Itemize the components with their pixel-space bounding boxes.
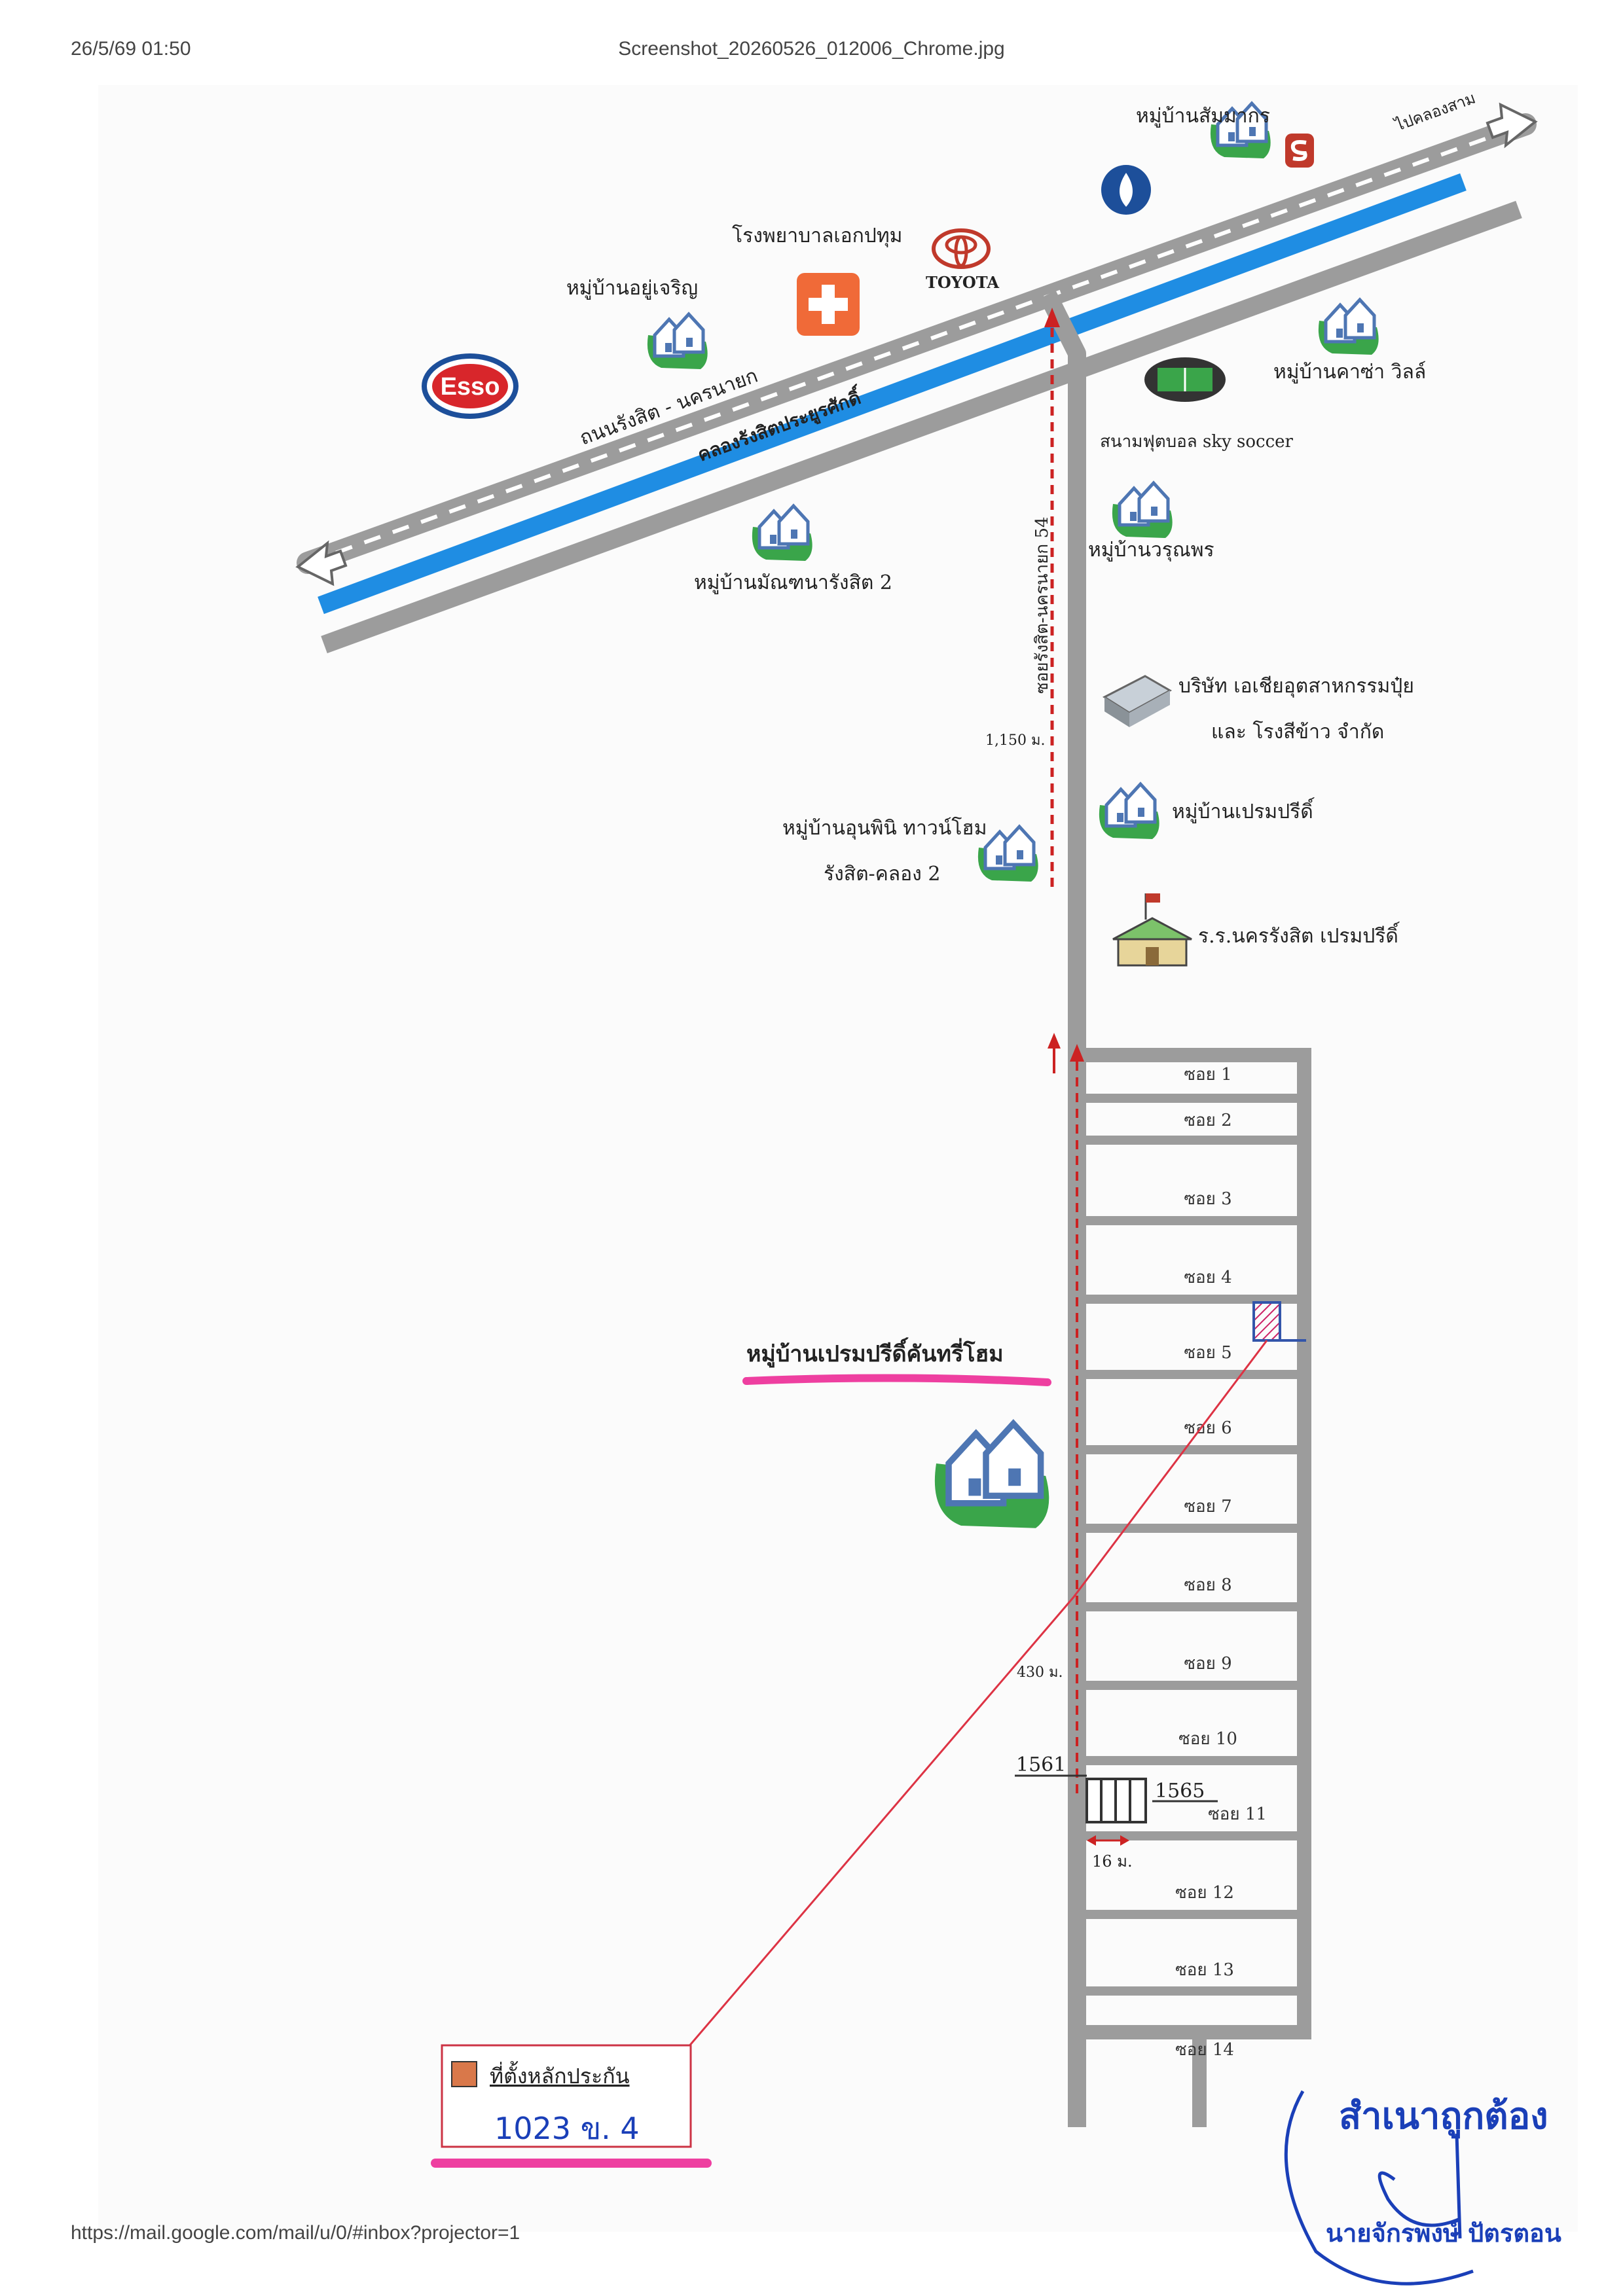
village-sammakorn-label: หมู่บ้านสัมมากร bbox=[1136, 105, 1270, 128]
road-arrow-west bbox=[295, 540, 348, 586]
village-runphon-label: หมู่บ้านวรุณพร bbox=[1088, 539, 1214, 562]
factory-icon bbox=[1102, 675, 1173, 727]
stadium-label: สนามฟุตบอล sky soccer bbox=[1100, 432, 1294, 452]
soi-label: ซอย 8 bbox=[1184, 1575, 1231, 1595]
header-filename: Screenshot_20260526_012006_Chrome.jpg bbox=[618, 38, 1005, 60]
soi-ladder bbox=[1077, 1048, 1311, 2127]
soi-label: ซอย 7 bbox=[1184, 1497, 1231, 1516]
hospital-icon bbox=[797, 273, 860, 336]
legend-box bbox=[431, 2044, 712, 2168]
road-arrow-east bbox=[1486, 102, 1538, 149]
hospital-label: โรงพยาบาลเอกปทุม bbox=[732, 224, 902, 248]
soi-label: ซอย 12 bbox=[1175, 1883, 1234, 1903]
toyota-label: TOYOTA bbox=[926, 273, 999, 292]
soi-label: ซอย 6 bbox=[1184, 1418, 1231, 1438]
soi-label: ซอย 5 bbox=[1184, 1343, 1231, 1363]
company-label-2: และ โรงสีข้าว จำกัด bbox=[1211, 720, 1384, 744]
company-label-1: บริษัท เอเชียอุตสาหกรรมปุ๋ย bbox=[1178, 675, 1414, 698]
target-village-highlight bbox=[742, 1374, 1051, 1386]
legend-label: ที่ตั้งหลักประกัน bbox=[490, 2061, 630, 2089]
s-logo-icon bbox=[1285, 134, 1314, 168]
school-icon bbox=[1112, 893, 1192, 967]
route-line bbox=[1044, 308, 1084, 1793]
gas-drop-icon bbox=[1101, 165, 1151, 215]
stamp-name: นายจักรพงษ์ ปัตรตอน bbox=[1326, 2219, 1561, 2248]
soi-label: ซอย 13 bbox=[1175, 1960, 1234, 1980]
soi-label: ซอย 3 bbox=[1184, 1189, 1231, 1209]
distance-430: 430 ม. bbox=[1017, 1664, 1063, 1681]
soi-label: ซอย 10 bbox=[1178, 1729, 1237, 1749]
village-premprecha-label: หมู่บ้านเปรมปรีดิ์ bbox=[1172, 797, 1315, 823]
village-unphini-label-2: รังสิต-คลอง 2 bbox=[824, 863, 940, 886]
lot-group bbox=[1015, 1774, 1218, 1846]
village-unphini-label-1: หมู่บ้านอุนพินิ ทาวน์โฮม bbox=[782, 816, 987, 840]
main-road bbox=[297, 113, 1537, 574]
header-datetime: 26/5/69 01:50 bbox=[71, 38, 191, 60]
target-plot bbox=[1252, 1301, 1281, 1342]
soi-labels: ซอย 1 ซอย 2 ซอย 3 ซอย 4 ซอย 5 ซอย 6 ซอย 7 ซอย 8… bbox=[1175, 1065, 1267, 2060]
esso-logo-icon bbox=[422, 353, 519, 419]
lot-1561: 1561 bbox=[1016, 1753, 1066, 1776]
toyota-logo-icon bbox=[932, 228, 991, 269]
side-road-label: ซอยรังสิต-นครนายก 54 bbox=[1032, 516, 1052, 694]
legend-handwritten: 1023 ข. 4 bbox=[494, 2111, 640, 2146]
village-yucharoen-label: หมู่บ้านอยู่เจริญ bbox=[566, 277, 698, 300]
stamp-title: สำเนาถูกต้อง bbox=[1339, 2095, 1548, 2139]
scan-area bbox=[98, 85, 1578, 2232]
lot-1565: 1565 bbox=[1155, 1780, 1205, 1803]
soi-label: ซอย 2 bbox=[1184, 1111, 1231, 1130]
soi-label: ซอย 14 bbox=[1175, 2040, 1234, 2060]
pointer-line bbox=[683, 1340, 1268, 2053]
stadium-icon bbox=[1144, 357, 1226, 402]
esso-label: Esso bbox=[441, 373, 500, 401]
target-village-label: หมู่บ้านเปรมปรีดิ์คันทรี่โฮม bbox=[746, 1337, 1004, 1368]
footer-url: https://mail.google.com/mail/u/0/#inbox?… bbox=[71, 2222, 520, 2244]
canal bbox=[318, 173, 1467, 615]
village-manthana-label: หมู่บ้านมัณฑนารังสิต 2 bbox=[694, 571, 892, 594]
certification-stamp bbox=[1284, 2090, 1474, 2286]
lot-width: 16 ม. bbox=[1092, 1852, 1133, 1871]
soi-label: ซอย 4 bbox=[1184, 1268, 1231, 1287]
soi-label: ซอย 1 bbox=[1184, 1065, 1231, 1085]
school-label: ร.ร.นครรังสิต เปรมปรีดิ์ bbox=[1198, 922, 1400, 948]
soi-label: ซอย 9 bbox=[1184, 1654, 1231, 1674]
soi-label: ซอย 11 bbox=[1208, 1804, 1267, 1824]
village-cassia-label: หมู่บ้านคาซ่า วิลล์ bbox=[1273, 361, 1426, 384]
lower-road bbox=[321, 200, 1522, 654]
distance-1150: 1,150 ม. bbox=[985, 732, 1045, 749]
